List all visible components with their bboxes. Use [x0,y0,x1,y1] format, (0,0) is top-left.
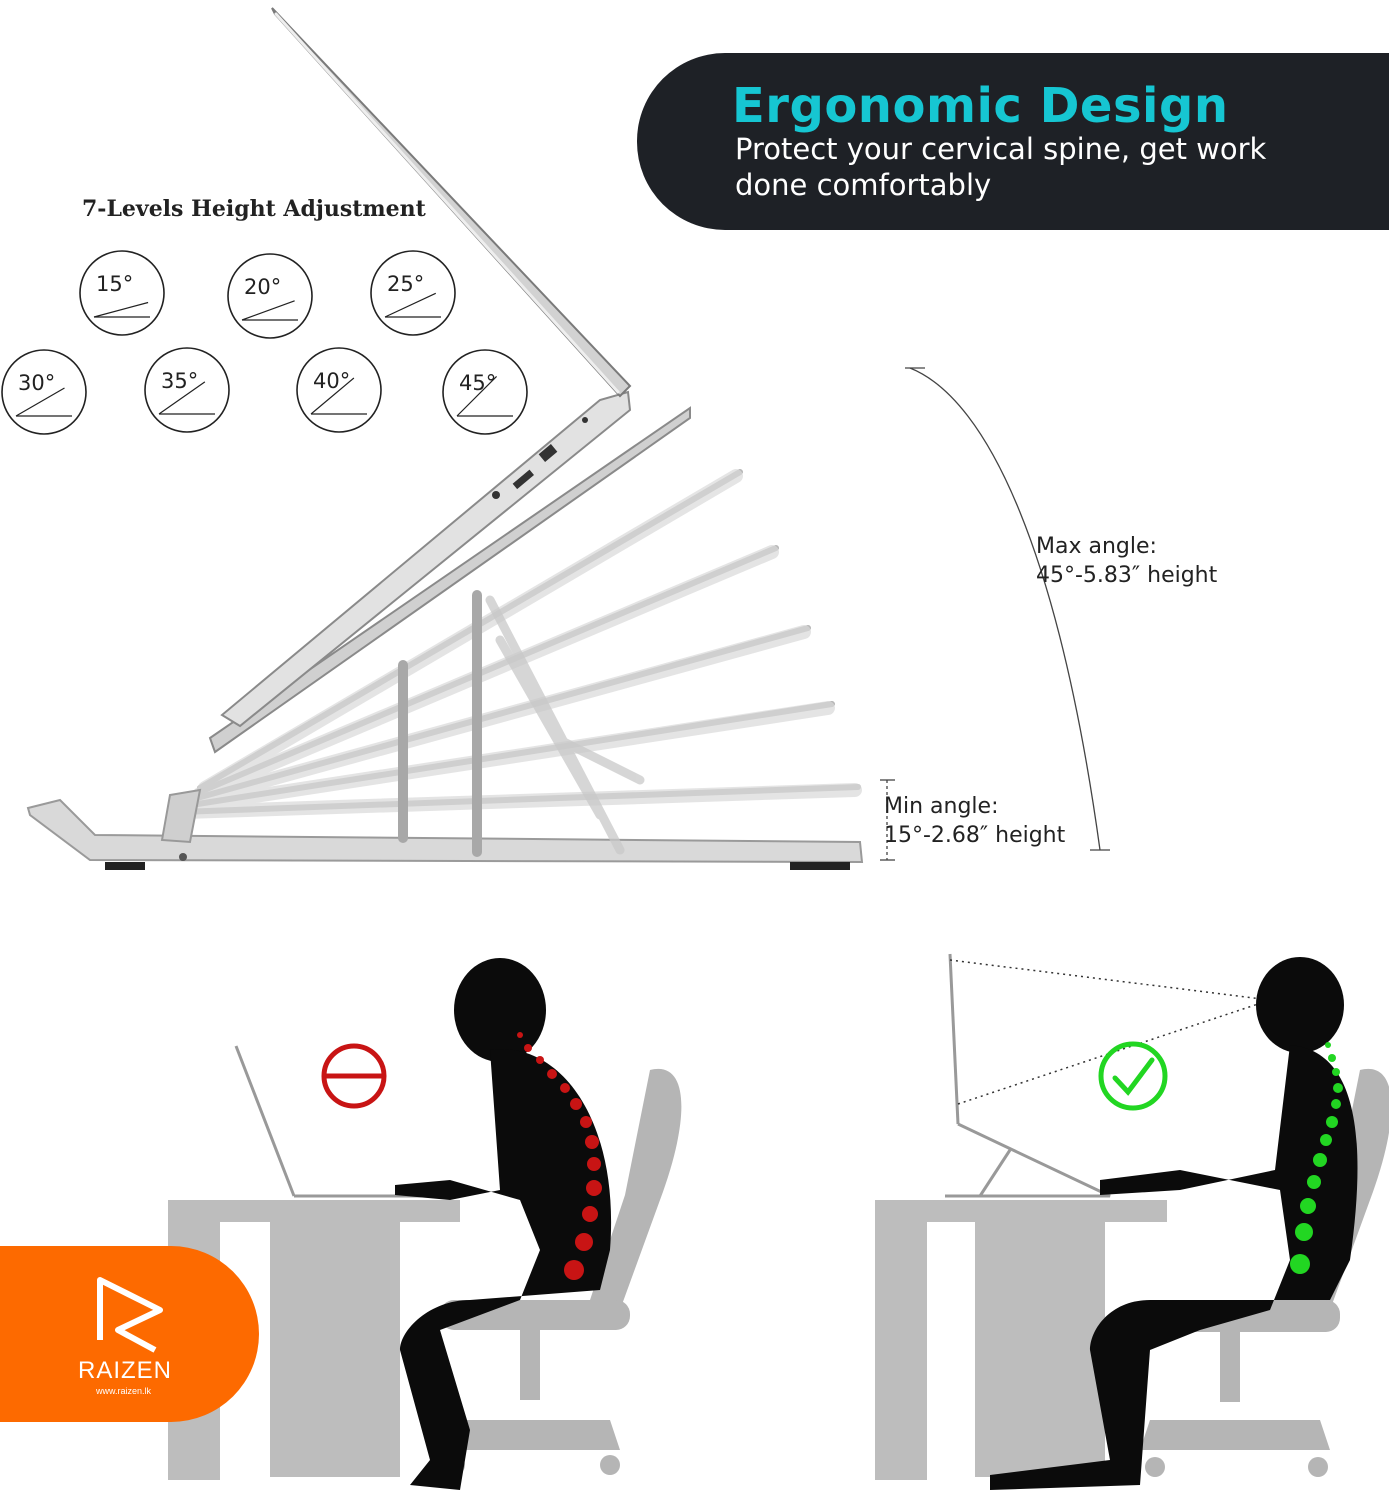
spine-dot [1313,1153,1327,1167]
spine-dot [1307,1175,1321,1189]
angle-label: 45° [459,371,496,395]
spine-dot [560,1083,570,1093]
spine-dot [536,1056,544,1064]
min-angle-value: 15°-2.68″ height [884,823,1066,848]
spine-dot [1325,1042,1331,1048]
angle-badge: 25° [370,250,456,336]
angle-label: 35° [161,369,198,393]
spine-dot [1300,1198,1316,1214]
spine-dots-bad [517,1032,602,1280]
headline-banner [637,53,1389,230]
stand-illustration [26,7,864,870]
prohibited-icon [321,1043,387,1109]
spine-dot [1290,1254,1310,1274]
sightline [949,959,1271,1105]
spine-dot [1328,1054,1336,1062]
angle-badge: 15° [79,250,165,336]
angle-badge: 35° [144,347,230,433]
angle-label: 25° [387,272,424,296]
spine-dot [580,1116,592,1128]
headline-title: Ergonomic Design [732,78,1229,134]
spine-dot [547,1069,557,1079]
angle-label: 30° [18,371,55,395]
angle-badge: 45° [442,349,528,435]
angle-badge: 40° [296,347,382,433]
angle-label: 20° [244,275,281,299]
spine-dot [1326,1116,1338,1128]
spine-dot [582,1206,598,1222]
person-slouching [395,958,612,1490]
desk-right [875,1200,1167,1480]
laptop-left [234,1045,460,1198]
min-angle-label: Min angle: [884,794,999,819]
max-angle-value: 45°-5.83″ height [1036,563,1218,588]
spine-dot [586,1180,602,1196]
laptop-right [945,953,1111,1198]
spine-dot [575,1233,593,1251]
rubber-foot [790,862,850,870]
spine-dot [564,1260,584,1280]
angle-circles: 15° 20° 25° 30° 35° 40° 45° [1,250,528,435]
spine-dot [585,1135,599,1149]
levels-title: 7-Levels Height Adjustment [82,196,426,222]
spine-dot [570,1098,582,1110]
spine-dot [517,1032,523,1038]
spine-dot [1320,1134,1332,1146]
checkmark-icon [1098,1041,1168,1111]
angle-badge: 20° [227,253,313,339]
person-upright [990,957,1358,1490]
max-angle-label: Max angle: [1036,534,1157,559]
angle-arc [880,367,1110,861]
brand-url: www.raizen.lk [96,1386,152,1396]
spine-dot [1332,1068,1340,1076]
spine-dot [524,1044,532,1052]
spine-dot [1331,1099,1341,1109]
rubber-foot [105,862,145,870]
spine-dot [587,1157,601,1171]
angle-label: 15° [96,272,133,296]
spine-dots-good [1290,1042,1343,1274]
angle-badge: 30° [1,349,87,435]
angle-label: 40° [313,369,350,393]
spine-dot [1295,1223,1313,1241]
headline-subtitle: Protect your cervical spine, get work do… [735,132,1267,202]
brand-name: RAIZEN [78,1357,173,1384]
spine-dot [1333,1083,1343,1093]
